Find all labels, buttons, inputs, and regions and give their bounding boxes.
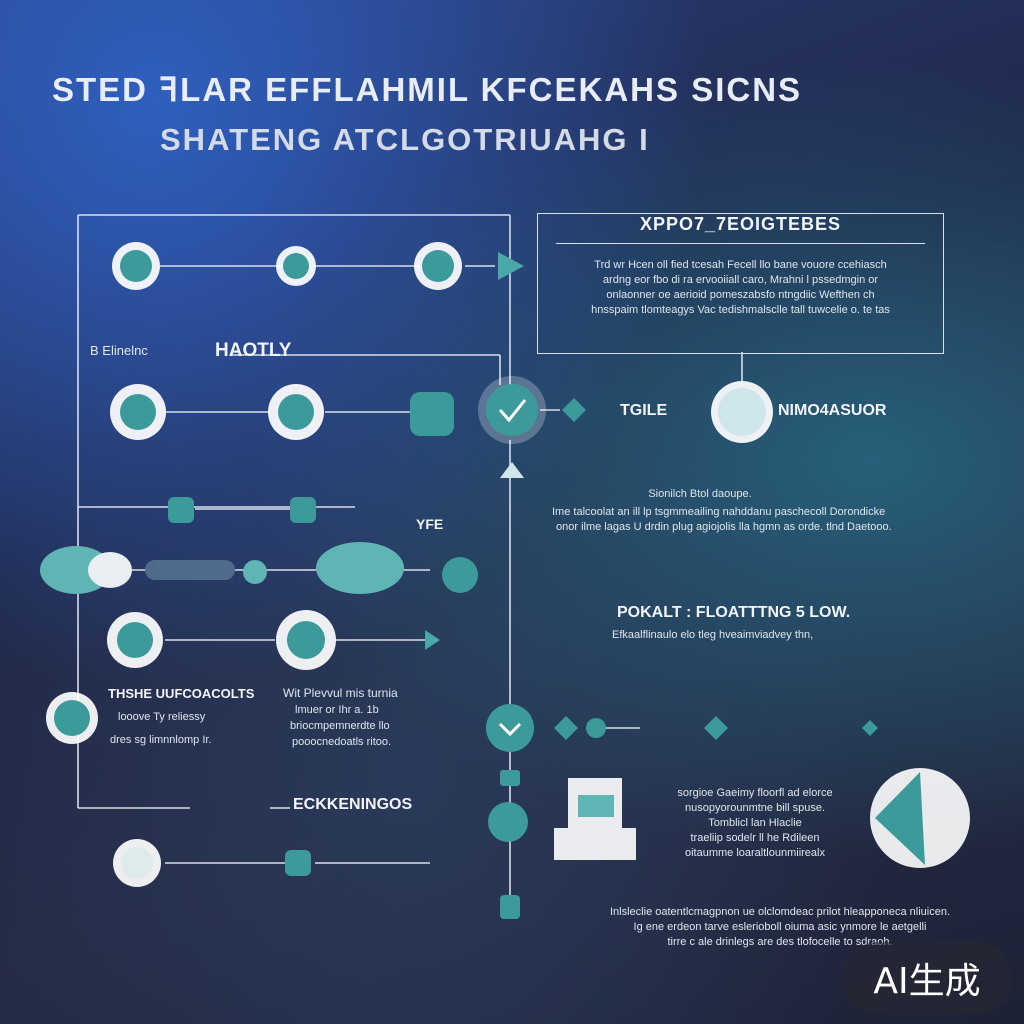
objectives-heading: XPPO7_7EOIGTEBES [639,214,842,234]
wih-line-4: pooocnedoatls ritoo. [292,736,392,748]
arrow-up-icon [500,462,524,478]
diagram-title-line1: STED ꟻLAR EFFLAHMIL KFCEKAHS SICNS [52,71,803,108]
node-row2-c-icon [410,392,454,436]
sub-heading: Sionilch Btol daoupe. [648,488,752,500]
ai-generated-badge: AI生成 [842,942,1012,1014]
node-row4-b-icon [276,610,336,670]
node-row1-c-icon [414,242,462,290]
bottom-block: Inlsleclie oatentlcmagpnon ue olclomdeac… [560,905,1000,950]
server-icon [554,778,636,860]
thshe-label: THSHE UUFCOACOLTS [108,686,255,701]
pill-c-icon [316,542,404,594]
node-row1-a-icon [112,242,160,290]
hub-down-icon [486,704,534,752]
node-row1-b-icon [276,246,316,286]
yfe-label: YFE [416,516,444,532]
wih-line-1: Wit Plevvul mis turnia [283,686,398,700]
pill-b-icon [145,560,235,580]
wih-line-2: lmuer or Ihr a. 1b [295,704,379,716]
pokalt-label: POKALT : FLOATTTNG 5 LOW. [617,604,851,621]
objectives-line-4: hnsspaim tlomteagys Vac tedishmalsclle t… [591,304,890,316]
arrow-right-icon [498,252,524,280]
objectives-line-2: ardng eor fbo di ra ervooiiall caro, Mra… [602,274,879,286]
right-line-1: sorgioe Gaeimy floorfl ad elorce [677,787,833,799]
nimoasuor-label: NIMO4ASUOR [778,402,887,419]
sub-line-1: Ime talcoolat an ill lp tsgmmeailing nah… [552,506,886,518]
node-bottom-b-icon [285,850,311,876]
sub-line-2: onor ilme lagas U drdin plug agiojolis l… [556,521,892,533]
small-left-label: B Elinelnc [90,343,148,358]
tgile-label: TGILE [620,402,668,419]
right-block: sorgioe Gaeimy floorfl ad elorce nusopyo… [650,786,860,861]
objectives-line-3: onlaonner oe aerioid pomeszabsfo ntngdii… [606,289,875,301]
hub-crown-icon [488,802,528,842]
diamond-icon [562,398,586,422]
right-line-3: Tomblicl lan Hlaclie [708,817,802,829]
node-row2-b-icon [268,384,324,440]
hub-check-icon [478,376,546,444]
node-left-bottom-icon [46,692,98,744]
haotly-label: HAOTLY [215,340,292,361]
pokalt-sub: Efkaalflinaulo elo tleg hveaimviadvey th… [612,629,814,641]
right-line-2: nusopyorounmtne bill spuse. [684,802,826,814]
bottom-line-1: Inlsleclie oatentlcmagpnon ue olclomdeac… [610,906,950,918]
node-row3-b-icon [290,497,316,523]
right-line-4: traeliip sodelr ll he Rdileen [690,832,820,844]
node-row4-a-icon [107,612,163,668]
node-row3-a-icon [168,497,194,523]
thshe-line-2: dres sg limnnlomp Ir. [110,734,212,746]
node-right-bottom-icon [870,768,970,868]
objectives-line-1: Trd wr Hcen oll fied tcesah Fecell llo b… [594,259,887,271]
wih-line-3: briocmpemnerdte llo [290,720,390,732]
thshe-line-1: looove Ty reliessy [118,711,206,723]
diagram-title-line2: SHATENG ATCLGOTRIUAHG I [160,122,650,157]
bottom-line-3: tirre c ale drinlegs are des tlofocelle … [667,936,893,948]
node-row2-a-icon [110,384,166,440]
eckkeningos-label: ECKKENINGOS [293,796,413,813]
node-tgile-icon [711,381,773,443]
bottom-line-2: Ig ene erdeon tarve eslerioboll oiuma as… [633,921,927,933]
right-line-5: oitaumme loaraltlounmiirealx [684,847,825,859]
node-bottom-a-icon [113,839,161,887]
objectives-box: XPPO7_7EOIGTEBES Trd wr Hcen oll fied tc… [537,213,944,354]
